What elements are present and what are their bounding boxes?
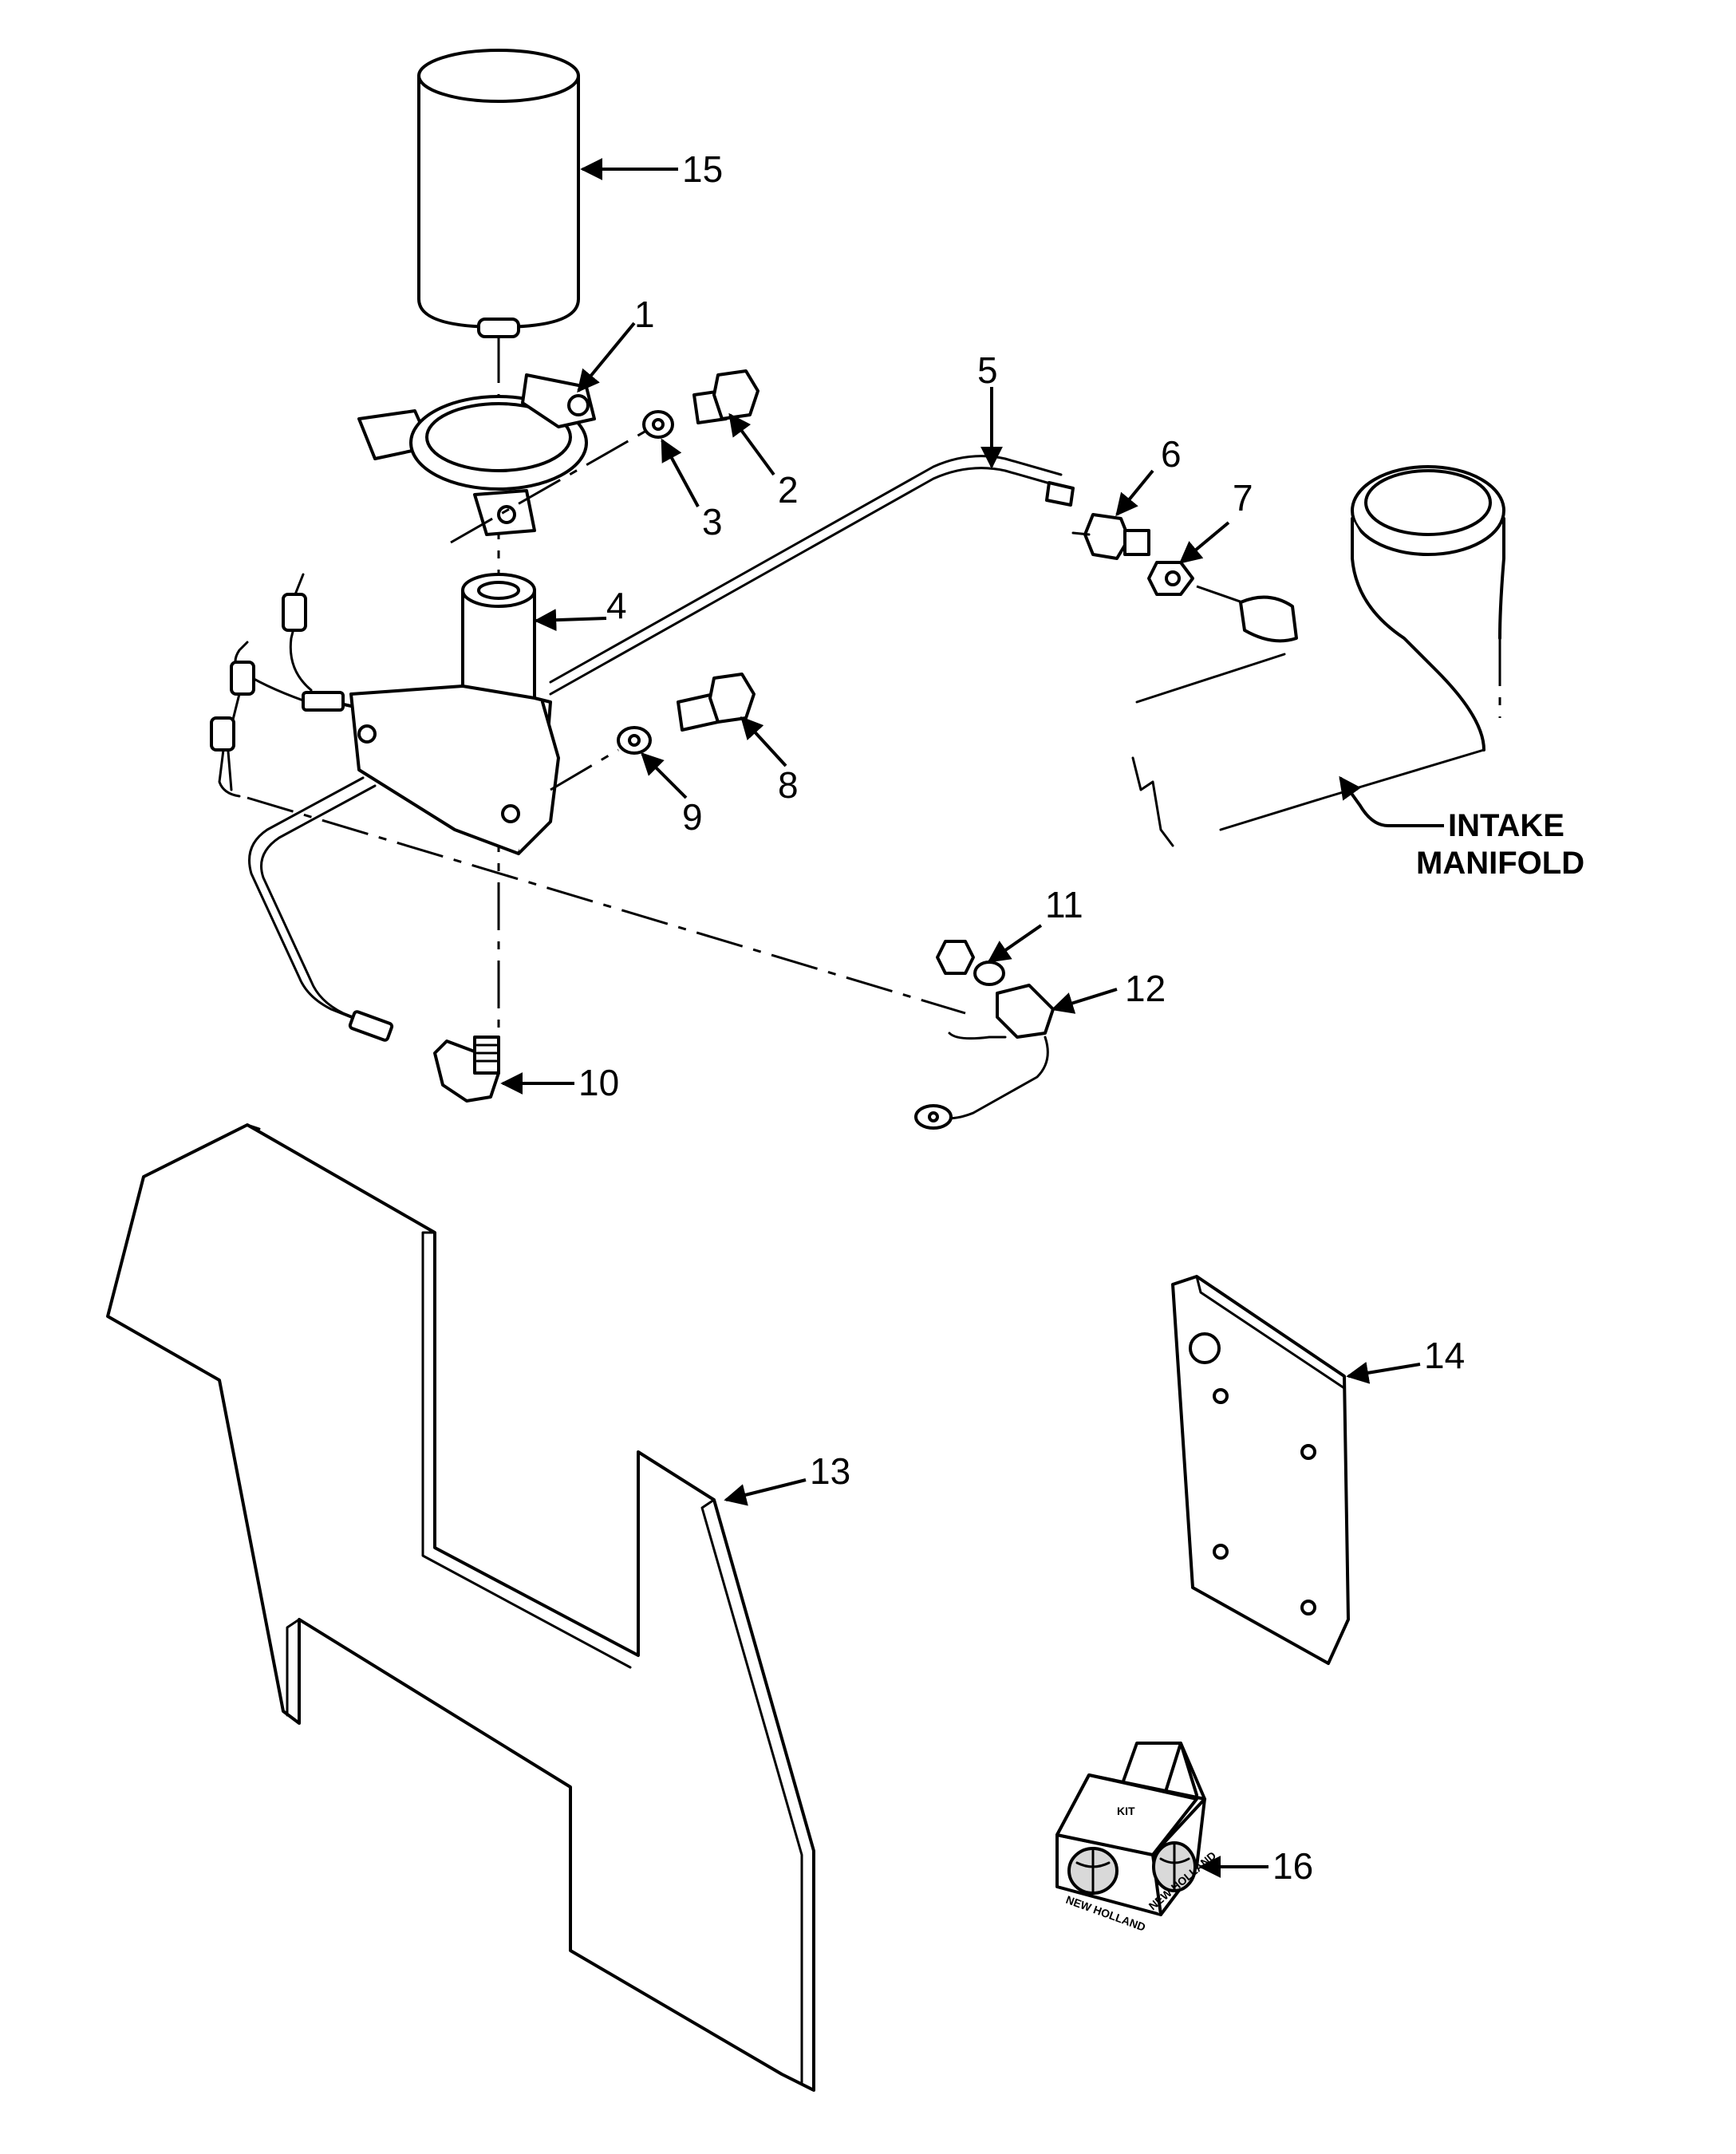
callout-6: 6	[1161, 433, 1182, 475]
callout-3: 3	[702, 501, 723, 542]
intake-manifold-label-line1: INTAKE	[1448, 808, 1564, 843]
callout-4: 4	[606, 585, 627, 626]
kit-box: KIT NEW HOLLAND NEW HOLLAND	[1055, 1742, 1218, 1934]
nut-7	[1147, 561, 1194, 596]
bolt-8	[677, 673, 756, 732]
pressure-tube	[549, 455, 1075, 696]
callout-5: 5	[977, 349, 998, 391]
new-holland-logo-left	[1067, 1847, 1119, 1895]
elbow-fitting	[433, 1036, 500, 1103]
new-holland-logo-right	[1152, 1841, 1197, 1892]
harness-to-sender-line	[247, 796, 966, 1015]
callout-2: 2	[778, 469, 799, 511]
intake-manifold	[1131, 465, 1505, 847]
callouts: 15 1 2 3 4 5 6 7 8 9 10 11 12 13 14 16 I	[500, 148, 1584, 1887]
callout-13: 13	[810, 1450, 850, 1492]
return-tube	[248, 776, 394, 1042]
gasket-plate	[106, 1123, 815, 2092]
callout-8: 8	[778, 764, 799, 806]
nut-11	[936, 940, 1005, 986]
fitting-6	[1071, 513, 1150, 560]
callout-12: 12	[1125, 968, 1166, 1009]
washer-9	[617, 726, 652, 755]
callout-16: 16	[1272, 1845, 1313, 1887]
sender-switch	[914, 984, 1055, 1130]
clamp	[357, 373, 596, 536]
fitting-axis	[1196, 585, 1277, 616]
callout-15: 15	[682, 148, 723, 190]
washer-3	[642, 410, 674, 439]
callout-7: 7	[1233, 477, 1253, 519]
bracket-plate	[1171, 1275, 1350, 1665]
bolt-2-axis	[450, 429, 647, 544]
filter-canister	[417, 49, 580, 338]
callout-14: 14	[1424, 1335, 1465, 1376]
kit-label: KIT	[1117, 1805, 1135, 1817]
intake-manifold-label-line2: MANIFOLD	[1416, 846, 1584, 881]
nozzle-body	[349, 573, 560, 855]
callout-11: 11	[1045, 884, 1083, 925]
callout-10: 10	[578, 1062, 619, 1103]
callout-9: 9	[682, 796, 703, 838]
bolt-8-axis	[550, 748, 619, 791]
wiring-harness	[210, 573, 353, 798]
callout-1: 1	[634, 294, 655, 335]
bolt-2	[692, 369, 760, 424]
